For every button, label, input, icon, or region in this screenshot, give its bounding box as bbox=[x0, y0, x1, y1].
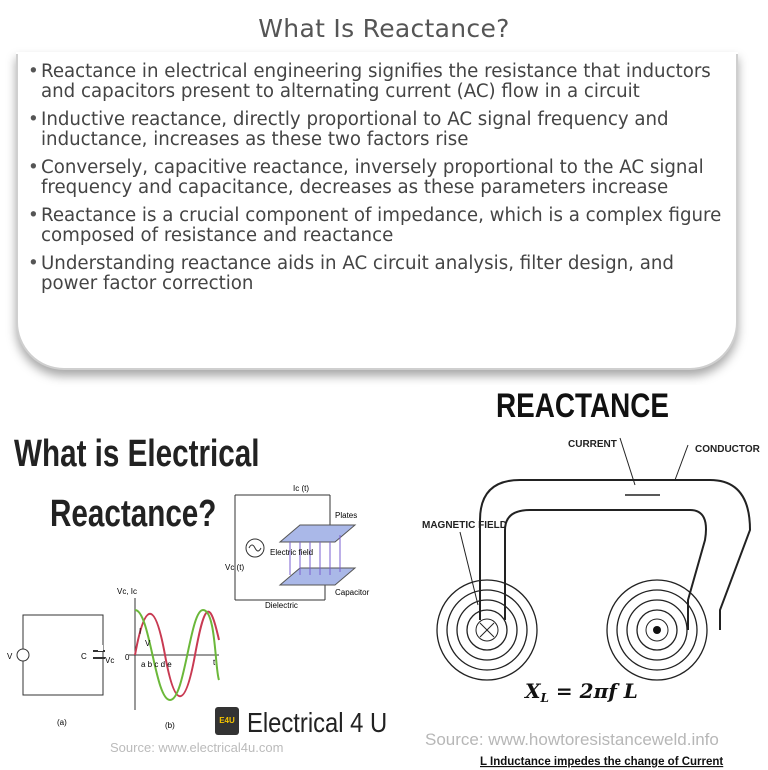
circuit-diagram: V C Vc (a) bbox=[7, 614, 114, 727]
card-top-edge bbox=[16, 52, 738, 54]
logo-badge: E4U bbox=[219, 716, 235, 725]
circuit-vc-label: Vc bbox=[105, 656, 114, 665]
left-source: Source: www.electrical4u.com bbox=[110, 740, 284, 755]
waveform-diagram: Vc, Ic 0 t V I a b c d e (b) bbox=[117, 587, 220, 730]
fig-a-label: (a) bbox=[57, 718, 67, 727]
reactance-inductance-image: REACTANCE CURRENT CONDUCTOR MAGNETIC FIE… bbox=[420, 385, 768, 768]
wave-axis-label: Vc, Ic bbox=[117, 587, 137, 596]
logo-text: Electrical 4 U bbox=[247, 707, 388, 738]
magnetic-field-label: MAGNETIC FIELD bbox=[422, 520, 507, 531]
bullet-list: Reactance in electrical engineering sign… bbox=[28, 62, 728, 302]
chip-icon: E4U bbox=[215, 707, 239, 735]
wave-t-label: t bbox=[213, 658, 216, 667]
circuit-c-label: C bbox=[81, 652, 87, 661]
bullet-item: Understanding reactance aids in AC circu… bbox=[28, 254, 728, 294]
left-heading-line2: Reactance? bbox=[50, 493, 217, 535]
bullet-item: Reactance is a crucial component of impe… bbox=[28, 206, 728, 246]
bullet-item: Conversely, capacitive reactance, invers… bbox=[28, 158, 728, 198]
wave-origin-label: 0 bbox=[125, 653, 130, 662]
inductance-caption: L Inductance impedes the change of Curre… bbox=[480, 756, 723, 768]
right-source: Source: www.howtoresistanceweld.info bbox=[425, 730, 719, 749]
formula-x: XL = 2πf L bbox=[523, 679, 638, 705]
cap-voltage-label: Vc (t) bbox=[225, 563, 244, 572]
right-heading: REACTANCE bbox=[496, 387, 669, 425]
cap-current-label: Ic (t) bbox=[293, 484, 309, 493]
circuit-v-label: V bbox=[7, 652, 13, 661]
capacitor-diagram: Ic (t) Plates Electric field Vc (t) Capa… bbox=[225, 484, 370, 610]
fig-b-label: (b) bbox=[165, 721, 175, 730]
cap-capacitor-label: Capacitor bbox=[335, 588, 370, 597]
page-title: What Is Reactance? bbox=[258, 14, 510, 43]
left-heading-line1: What is Electrical bbox=[14, 433, 260, 475]
electrical4u-logo: E4U Electrical 4 U bbox=[215, 705, 400, 739]
current-label: CURRENT bbox=[568, 439, 617, 450]
inductance-diagram: CURRENT CONDUCTOR MAGNETIC FIELD XL = 2π… bbox=[422, 437, 761, 768]
electrical-reactance-image: What is Electrical Reactance? Ic (t) Pla… bbox=[0, 415, 400, 765]
conductor-label: CONDUCTOR bbox=[695, 444, 761, 455]
cap-field-label: Electric field bbox=[270, 548, 313, 557]
cap-dielectric-label: Dielectric bbox=[265, 601, 298, 610]
wave-v-label: V bbox=[145, 639, 151, 648]
wave-i-label: I bbox=[139, 627, 141, 636]
bullet-item: Inductive reactance, directly proportion… bbox=[28, 110, 728, 150]
bullet-item: Reactance in electrical engineering sign… bbox=[28, 62, 728, 102]
cap-plates-label: Plates bbox=[335, 511, 357, 520]
wave-ticks-label: a b c d e bbox=[141, 660, 172, 669]
